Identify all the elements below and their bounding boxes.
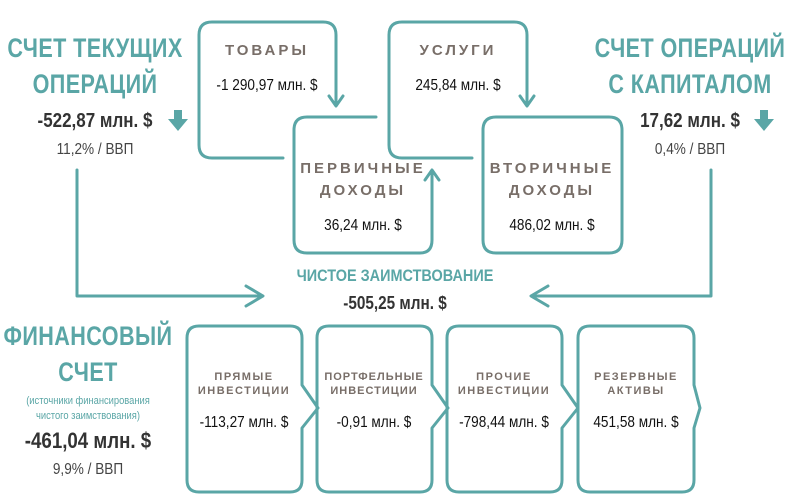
title-line: СЧЕТ ОПЕРАЦИЙ — [594, 33, 786, 63]
services-box — [387, 20, 529, 160]
label-line: ВТОРИЧНЫЕ — [489, 160, 615, 177]
arrow-down-icon — [518, 94, 536, 108]
label-line: АКТИВЫ — [607, 385, 665, 397]
reserve-assets-value: 451,58 млн. $ — [593, 414, 679, 431]
portfolio-investment-box — [315, 324, 450, 494]
secondary-income-label: ВТОРИЧНЫЕ ДОХОДЫ — [490, 158, 615, 202]
capital-account-value: 17,62 млн. $ — [640, 110, 740, 132]
direct-investment-value: -113,27 млн. $ — [199, 414, 289, 431]
arrow-down-icon — [168, 110, 188, 131]
note-line: (источники финансирования — [26, 395, 150, 407]
other-investment-box — [445, 324, 580, 494]
secondary-income-box — [481, 115, 624, 255]
label-line: РЕЗЕРВНЫЕ — [594, 371, 678, 383]
left-flow-line — [75, 168, 264, 298]
financial-boxes — [185, 324, 702, 494]
reserve-assets-box — [576, 324, 702, 494]
goods-box — [197, 20, 338, 160]
label-line: ИНВЕСТИЦИИ — [457, 385, 551, 397]
label-line: ПОРТФЕЛЬНЫЕ — [324, 371, 424, 383]
net-borrowing-label: ЧИСТОЕ ЗАИМСТВОВАНИЕ — [296, 266, 494, 285]
note-line: чистого заимствования) — [36, 410, 140, 422]
title-line: СЧЕТ — [58, 357, 118, 387]
arrow-left-icon — [529, 284, 550, 308]
right-flow-line — [530, 168, 713, 298]
title-line: ОПЕРАЦИЙ — [32, 69, 158, 99]
goods-value: -1 290,97 млн. $ — [216, 77, 318, 94]
capital-account-title: СЧЕТ ОПЕРАЦИЙ С КАПИТАЛОМ — [595, 30, 786, 102]
reserve-assets-label: РЕЗЕРВНЫЕ АКТИВЫ — [594, 370, 678, 398]
financial-account-gdp: 9,9% / ВВП — [52, 461, 124, 478]
arrow-right-icon — [244, 284, 265, 308]
secondary-income-value: 486,02 млн. $ — [509, 217, 595, 234]
primary-income-box — [292, 115, 434, 255]
label-line: ДОХОДЫ — [319, 182, 407, 199]
label-line: ПРОЧИЕ — [476, 371, 532, 383]
label-line: ИНВЕСТИЦИИ — [330, 385, 418, 397]
title-line: ФИНАНСОВЫЙ — [3, 321, 173, 351]
direct-investment-box — [185, 324, 320, 494]
services-value: 245,84 млн. $ — [415, 77, 501, 94]
financial-account-note: (источники финансирования чистого заимст… — [26, 394, 150, 424]
goods-label: ТОВАРЫ — [224, 42, 310, 59]
direct-investment-label: ПРЯМЫЕ ИНВЕСТИЦИИ — [198, 370, 290, 398]
primary-income-value: 36,24 млн. $ — [324, 217, 402, 234]
arrow-down-icon — [754, 110, 774, 131]
portfolio-investment-label: ПОРТФЕЛЬНЫЕ ИНВЕСТИЦИИ — [324, 370, 423, 398]
label-line: ПРЯМЫЕ — [214, 371, 274, 383]
label-line: ДОХОДЫ — [508, 182, 596, 199]
financial-account-value: -461,04 млн. $ — [24, 428, 152, 453]
capital-account-gdp: 0,4% / ВВП — [654, 141, 726, 158]
net-borrowing-value: -505,25 млн. $ — [343, 293, 447, 313]
services-label: УСЛУГИ — [419, 42, 497, 59]
current-account-title: СЧЕТ ТЕКУЩИХ ОПЕРАЦИЙ — [7, 30, 182, 102]
financial-account-title: ФИНАНСОВЫЙ СЧЕТ — [4, 318, 173, 390]
current-account-gdp: 11,2% / ВВП — [56, 141, 134, 158]
other-investment-value: -798,44 млн. $ — [459, 414, 549, 431]
portfolio-investment-value: -0,91 млн. $ — [336, 414, 412, 431]
title-line: С КАПИТАЛОМ — [608, 69, 772, 99]
primary-income-label: ПЕРВИЧНЫЕ ДОХОДЫ — [300, 158, 425, 202]
other-investment-label: ПРОЧИЕ ИНВЕСТИЦИИ — [458, 370, 550, 398]
current-account-value: -522,87 млн. $ — [37, 110, 153, 132]
label-line: ПЕРВИЧНЫЕ — [300, 160, 426, 177]
title-line: СЧЕТ ТЕКУЩИХ — [7, 33, 183, 63]
arrow-up-icon — [423, 168, 441, 182]
arrow-down-icon — [327, 94, 345, 108]
label-line: ИНВЕСТИЦИИ — [197, 385, 291, 397]
